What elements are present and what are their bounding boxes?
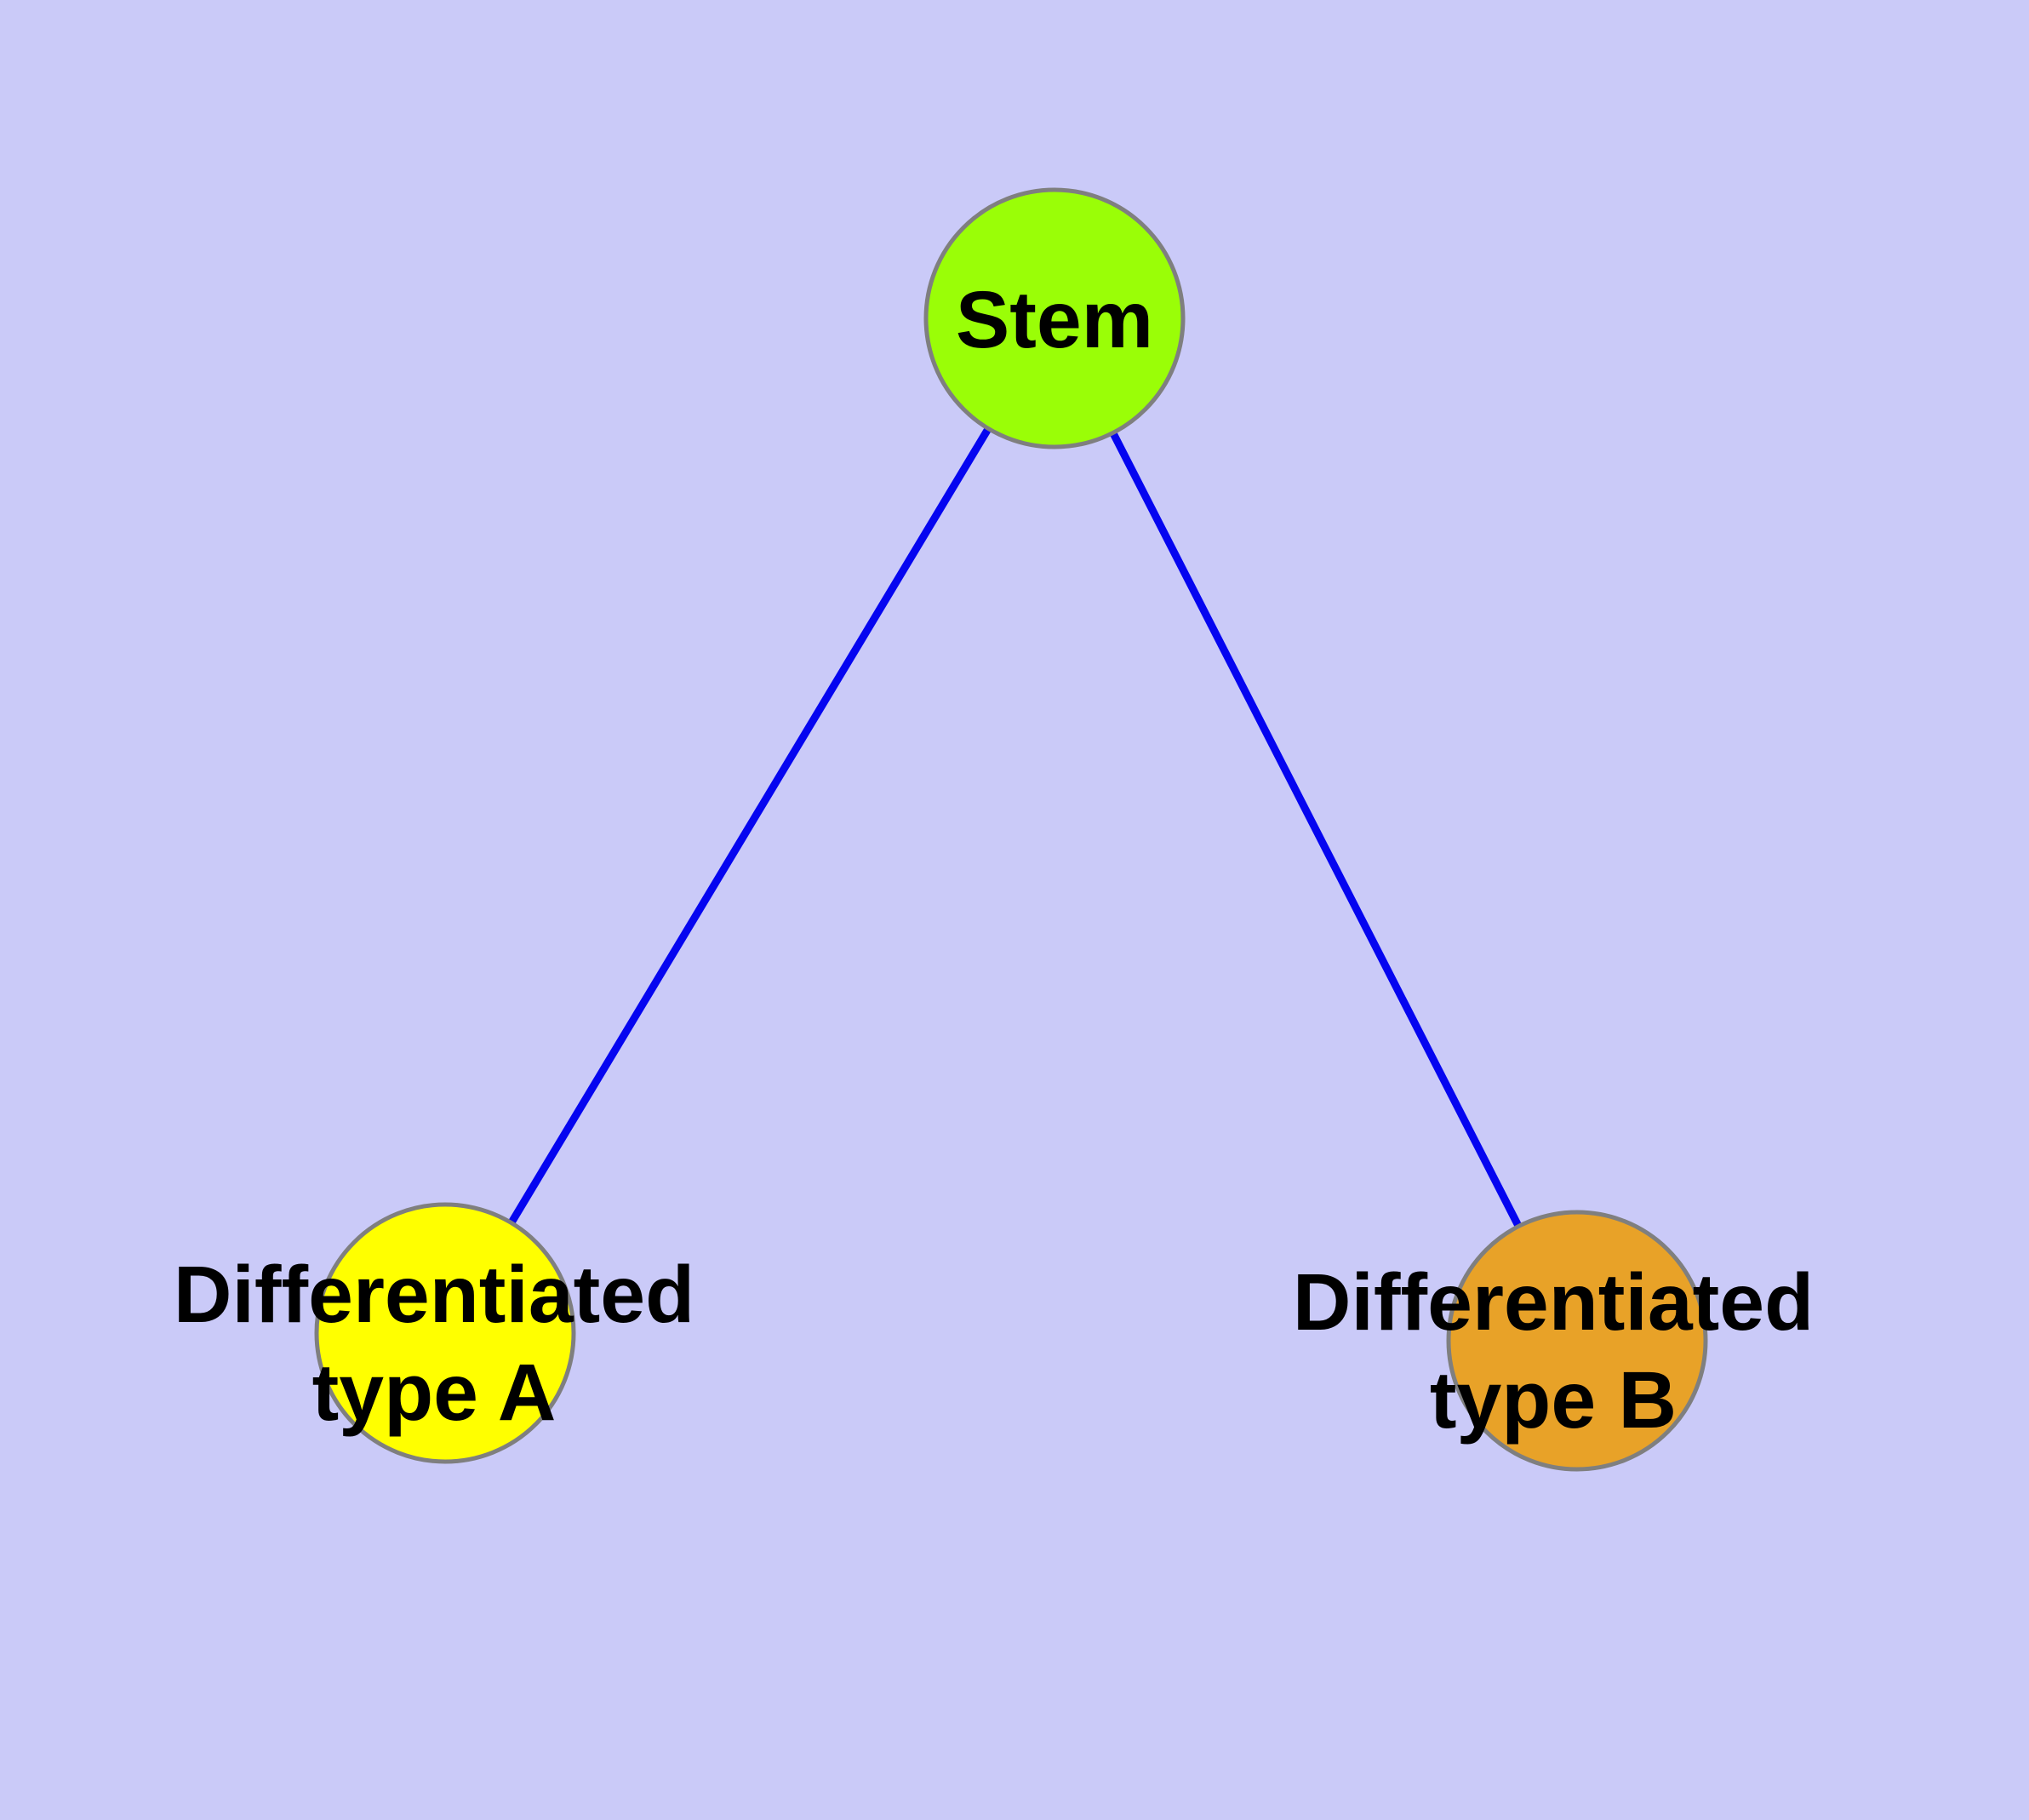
node-stem-label: Stem bbox=[956, 275, 1153, 365]
node-stem-circle bbox=[923, 187, 1186, 449]
node-differentiated-type-b-circle bbox=[1446, 1210, 1708, 1472]
edge-stem-to-type-b bbox=[1050, 314, 1581, 1345]
node-differentiated-type-a-label-line2: type A bbox=[312, 1348, 557, 1438]
node-differentiated-type-b-label-line2: type B bbox=[1430, 1355, 1677, 1445]
node-stem: Stem bbox=[923, 187, 1186, 449]
node-differentiated-type-b: Differentiated type B bbox=[1293, 1210, 1814, 1472]
node-differentiated-type-a-circle bbox=[314, 1202, 576, 1464]
node-differentiated-type-b-label-line1: Differentiated bbox=[1293, 1257, 1814, 1348]
edge-stem-to-type-a bbox=[441, 314, 1059, 1337]
node-differentiated-type-a-label-line1: Differentiated bbox=[174, 1250, 694, 1340]
node-differentiated-type-a: Differentiated type A bbox=[174, 1202, 694, 1464]
